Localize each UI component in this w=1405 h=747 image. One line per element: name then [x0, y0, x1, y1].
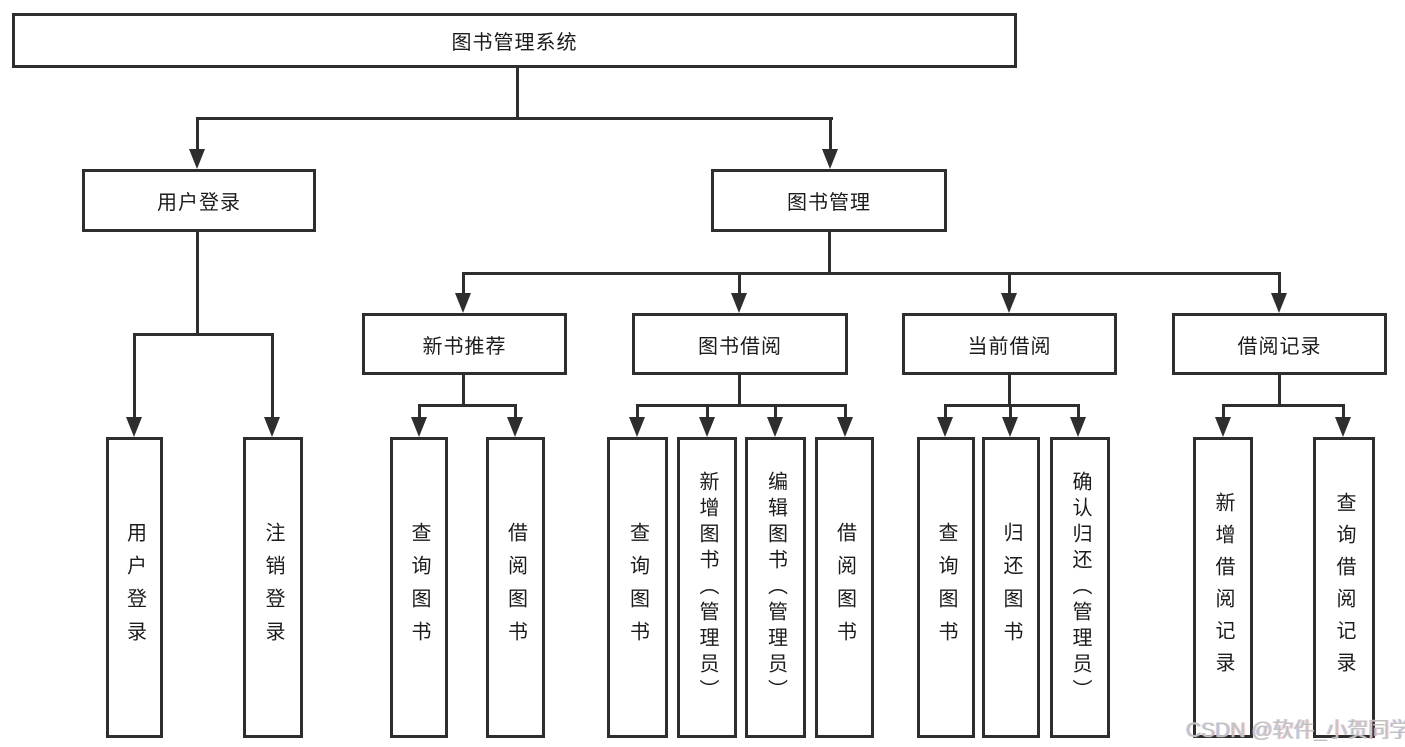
node-leaf-query-book-1: 查询图书	[390, 437, 448, 738]
connector-line	[636, 404, 847, 407]
connector-line	[738, 272, 741, 298]
arrow-down-icon	[1215, 417, 1231, 437]
node-root: 图书管理系统	[12, 13, 1017, 68]
connector-line	[462, 272, 465, 298]
connector-line	[271, 333, 274, 422]
node-borrow-record: 借阅记录	[1172, 313, 1387, 375]
connector-line	[774, 404, 777, 422]
connector-line	[514, 404, 517, 422]
node-leaf-borrow-book-2: 借阅图书	[815, 437, 874, 738]
connector-line	[1342, 404, 1345, 422]
node-leaf-edit-book-label: 编辑图书（管理员）	[764, 470, 787, 705]
connector-line	[133, 333, 274, 336]
arrow-down-icon	[731, 293, 747, 313]
arrow-down-icon	[1070, 417, 1086, 437]
connector-line	[418, 404, 421, 422]
node-leaf-borrow-book-2-label: 借阅图书	[833, 521, 856, 654]
arrow-down-icon	[822, 149, 838, 169]
node-leaf-logout-label: 注销登录	[262, 521, 284, 654]
arrow-down-icon	[455, 293, 471, 313]
arrow-down-icon	[1001, 293, 1017, 313]
connector-line	[738, 375, 741, 406]
node-leaf-query-borrow-record-label: 查询借阅记录	[1333, 491, 1355, 684]
connector-line	[1009, 404, 1012, 422]
node-leaf-add-book-label: 新增图书（管理员）	[696, 470, 718, 705]
node-leaf-user-login-label: 用户登录	[123, 521, 146, 654]
arrow-down-icon	[411, 417, 427, 437]
connector-line	[944, 404, 1080, 407]
connector-line	[462, 375, 465, 406]
node-new-book-recommend: 新书推荐	[362, 313, 567, 375]
arrow-down-icon	[837, 417, 853, 437]
arrow-down-icon	[1002, 417, 1018, 437]
node-leaf-user-login: 用户登录	[106, 437, 163, 738]
connector-line	[1008, 272, 1011, 298]
node-leaf-return-book: 归还图书	[982, 437, 1040, 738]
arrow-down-icon	[189, 149, 205, 169]
arrow-down-icon	[629, 417, 645, 437]
node-leaf-borrow-book-1-label: 借阅图书	[504, 521, 527, 654]
node-root-label: 图书管理系统	[451, 32, 578, 54]
connector-line	[1077, 404, 1080, 422]
connector-line	[418, 404, 517, 407]
node-user-login: 用户登录	[82, 169, 316, 232]
arrow-down-icon	[1335, 417, 1351, 437]
connector-line	[944, 404, 947, 422]
connector-line	[1278, 375, 1281, 406]
arrow-down-icon	[126, 417, 142, 437]
watermark: CSDN @软件_小贺同学	[1186, 719, 1405, 742]
node-book-management-label: 图书管理	[787, 192, 871, 214]
connector-line	[196, 117, 833, 120]
node-leaf-logout: 注销登录	[243, 437, 303, 738]
node-new-book-recommend-label: 新书推荐	[422, 335, 507, 358]
arrow-down-icon	[937, 417, 953, 437]
node-borrow-record-label: 借阅记录	[1237, 335, 1322, 358]
node-leaf-edit-book: 编辑图书（管理员）	[745, 437, 806, 738]
node-book-borrow: 图书借阅	[632, 313, 848, 375]
node-book-management: 图书管理	[711, 169, 947, 232]
arrow-down-icon	[264, 417, 280, 437]
connector-line	[1008, 375, 1011, 406]
node-leaf-query-book-2: 查询图书	[607, 437, 668, 738]
arrow-down-icon	[699, 417, 715, 437]
connector-line	[133, 333, 136, 422]
node-leaf-add-borrow-record: 新增借阅记录	[1193, 437, 1253, 738]
node-book-borrow-label: 图书借阅	[698, 335, 782, 358]
arrow-down-icon	[767, 417, 783, 437]
connector-line	[462, 272, 1281, 275]
connector-line	[636, 404, 639, 422]
node-leaf-query-book-3-label: 查询图书	[935, 521, 957, 654]
connector-line	[196, 117, 199, 153]
node-current-borrow: 当前借阅	[902, 313, 1117, 375]
connector-line	[1278, 272, 1281, 298]
connector-line	[844, 404, 847, 422]
node-leaf-query-book-2-label: 查询图书	[626, 521, 649, 654]
connector-line	[829, 117, 832, 153]
node-leaf-add-borrow-record-label: 新增借阅记录	[1212, 491, 1234, 684]
node-leaf-query-book-1-label: 查询图书	[408, 521, 430, 654]
connector-line	[828, 232, 831, 274]
node-leaf-query-book-3: 查询图书	[917, 437, 975, 738]
connector-line	[1222, 404, 1225, 422]
node-leaf-add-book: 新增图书（管理员）	[677, 437, 737, 738]
arrow-down-icon	[1271, 293, 1287, 313]
node-user-login-label: 用户登录	[157, 192, 241, 214]
connector-line	[516, 68, 519, 119]
node-current-borrow-label: 当前借阅	[967, 335, 1052, 358]
connector-line	[196, 232, 199, 335]
node-leaf-query-borrow-record: 查询借阅记录	[1313, 437, 1375, 738]
node-leaf-return-book-label: 归还图书	[1000, 521, 1022, 654]
arrow-down-icon	[507, 417, 523, 437]
node-leaf-confirm-return-label: 确认归还（管理员）	[1069, 470, 1091, 705]
node-leaf-borrow-book-1: 借阅图书	[486, 437, 545, 738]
node-leaf-confirm-return: 确认归还（管理员）	[1050, 437, 1110, 738]
connector-line	[1222, 404, 1345, 407]
connector-line	[706, 404, 709, 422]
